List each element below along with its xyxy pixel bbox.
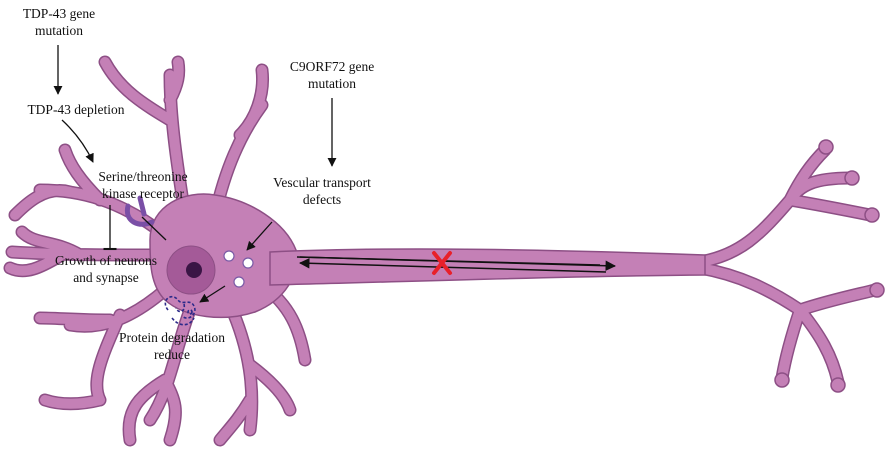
label-line: mutation [280, 75, 384, 92]
label-line: TDP-43 depletion [17, 101, 135, 118]
label-line: Serine/threonine [86, 168, 200, 185]
label-line: Vescular transport [261, 174, 383, 191]
label-tdp43-depletion: TDP-43 depletion [17, 101, 135, 118]
label-protein: Protein degradation reduce [107, 329, 237, 363]
axon [270, 249, 705, 285]
label-line: mutation [18, 22, 100, 39]
label-line: Protein degradation [107, 329, 237, 346]
label-line: C9ORF72 gene [280, 58, 384, 75]
label-growth: Growth of neurons and synapse [45, 252, 167, 286]
label-line: kinase receptor [86, 185, 200, 202]
label-c9orf72: C9ORF72 gene mutation [280, 58, 384, 92]
label-line: reduce [107, 346, 237, 363]
axon-terminals [700, 140, 884, 392]
label-line: defects [261, 191, 383, 208]
label-vesicular: Vescular transport defects [261, 174, 383, 208]
label-line: and synapse [45, 269, 167, 286]
nucleolus [186, 262, 202, 278]
label-line: TDP-43 gene [18, 5, 100, 22]
label-tdp43-mutation: TDP-43 gene mutation [18, 5, 100, 39]
label-kinase-receptor: Serine/threonine kinase receptor [86, 168, 200, 202]
label-line: Growth of neurons [45, 252, 167, 269]
neuron [10, 62, 884, 440]
